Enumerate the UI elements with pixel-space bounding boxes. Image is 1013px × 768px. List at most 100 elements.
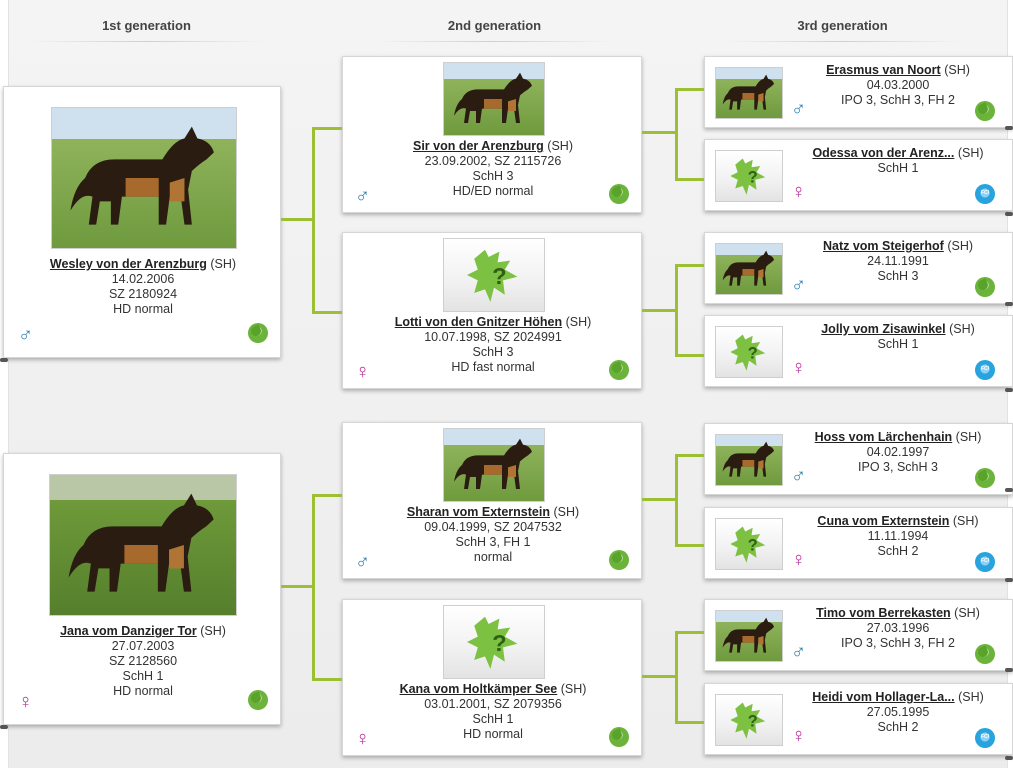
dog-detail: 04.03.2000 [866,78,930,92]
fci-icon[interactable]: FCI [975,552,995,572]
placeholder-icon[interactable]: ? [715,326,783,378]
tree-connector [675,264,678,356]
dog-name-link[interactable]: Sharan vom Externstein [406,505,550,519]
fci-icon[interactable]: FCI [975,184,995,204]
green-icon[interactable] [975,277,995,297]
dog-detail: SchH 2 [877,720,919,734]
dog-name-link[interactable]: Natz vom Steigerhof [822,239,944,253]
dog-photo[interactable] [715,243,783,295]
dog-name-link[interactable]: Hoss vom Lärchenhain [814,430,953,444]
tree-connector [675,454,678,546]
tree-connector [675,354,704,357]
placeholder-icon[interactable]: ? [443,238,545,312]
svg-text:?: ? [492,263,506,289]
dog-name-link[interactable]: Timo vom Berrekasten [816,606,951,620]
fci-icon[interactable]: FCI [975,360,995,380]
dog-detail: SchH 1 [877,161,919,175]
dog-detail: 14.02.2006 [111,272,175,286]
green-icon[interactable] [975,468,995,488]
green-icon[interactable] [975,644,995,664]
dog-detail: SchH 3, FH 1 [455,535,531,549]
pedigree-card[interactable]: ?Jolly vom Zisawinkel (SH)SchH 1♀FCI [704,315,1013,387]
dog-photo[interactable] [443,428,545,502]
pedigree-card[interactable]: ?Heidi vom Hollager-La... (SH)27.05.1995… [704,683,1013,755]
dog-detail: HD normal [463,727,523,741]
female-icon: ♀ [355,728,370,750]
placeholder-icon[interactable]: ? [443,605,545,679]
breed-code: (SH) [954,690,984,704]
placeholder-icon[interactable]: ? [715,694,783,746]
dog-name-line: Sharan vom Externstein (SH) [343,505,643,520]
green-icon[interactable] [609,727,629,747]
row-edge-marker [0,725,8,729]
pedigree-card[interactable]: ?Kana vom Holtkämper See (SH)03.01.2001,… [342,599,642,756]
dog-detail: SchH 1 [122,669,164,683]
dog-name-link[interactable]: Cuna vom Externstein [817,514,950,528]
dog-name-link[interactable]: Erasmus van Noort [826,63,941,77]
dog-detail: 11.11.1994 [867,529,929,543]
dog-photo[interactable] [715,67,783,119]
tree-connector [642,675,675,678]
dog-detail: SchH 1 [877,337,919,351]
dog-photo[interactable] [51,107,237,249]
dog-name-link[interactable]: Heidi vom Hollager-La... [812,690,955,704]
fci-icon[interactable]: FCI [975,728,995,748]
dog-photo[interactable] [443,62,545,136]
dog-detail: SchH 3 [877,269,919,283]
dog-name-link[interactable]: Wesley von der Arenzburg [49,257,207,271]
dog-name-link[interactable]: Lotti von den Gnitzer Höhen [394,315,563,329]
dog-name-line: Cuna vom Externstein (SH) [787,514,1009,529]
row-edge-marker [1005,126,1013,130]
tree-connector [675,178,704,181]
pedigree-card[interactable]: ?Lotti von den Gnitzer Höhen (SH)10.07.1… [342,232,642,389]
placeholder-icon[interactable]: ? [715,518,783,570]
fci-label: FCI [980,558,990,564]
gen3-header: 3rd generation [725,18,960,42]
tree-connector [312,311,342,314]
dog-detail: IPO 3, SchH 3 [858,460,938,474]
dog-name-line: Erasmus van Noort (SH) [787,63,1009,78]
green-icon[interactable] [248,690,268,710]
dog-photo[interactable] [715,434,783,486]
dog-photo[interactable] [715,610,783,662]
pedigree-card[interactable]: Sir von der Arenzburg (SH)23.09.2002, SZ… [342,56,642,213]
female-icon: ♀ [791,181,806,203]
green-icon[interactable] [975,101,995,121]
row-edge-marker [1005,488,1013,492]
dog-info: Odessa von der Arenz... (SH)SchH 1 [787,146,1009,176]
pedigree-card[interactable]: Sharan vom Externstein (SH)09.04.1999, S… [342,422,642,579]
green-icon[interactable] [609,550,629,570]
green-icon[interactable] [248,323,268,343]
pedigree-card[interactable]: ? Odessa von der Arenz... (SH)SchH 1 ♀ FCI [704,139,1013,211]
dog-name-link[interactable]: Odessa von der Arenz... [812,146,955,160]
dog-detail: SchH 3 [472,169,514,183]
dog-info: Jolly vom Zisawinkel (SH)SchH 1 [787,322,1009,352]
dog-photo[interactable] [49,474,237,616]
male-icon: ♂ [791,641,806,663]
dog-detail: SZ 2180924 [108,287,178,301]
male-icon: ♂ [791,274,806,296]
dog-detail: IPO 3, SchH 3, FH 2 [841,636,955,650]
dog-name-link[interactable]: Jana vom Danziger Tor [60,624,197,638]
svg-text:?: ? [748,168,758,186]
dog-name-link[interactable]: Sir von der Arenzburg [413,139,544,153]
dog-name-link[interactable]: Kana vom Holtkämper See [399,682,558,696]
row-edge-marker [0,358,8,362]
svg-text:?: ? [748,344,758,362]
placeholder-icon[interactable]: ? [715,150,783,202]
dog-name-link[interactable]: Jolly vom Zisawinkel [821,322,946,336]
dog-detail: HD fast normal [451,360,535,374]
green-icon[interactable] [609,360,629,380]
tree-connector [312,127,315,313]
breed-code: (SH) [557,682,587,696]
green-icon[interactable] [609,184,629,204]
